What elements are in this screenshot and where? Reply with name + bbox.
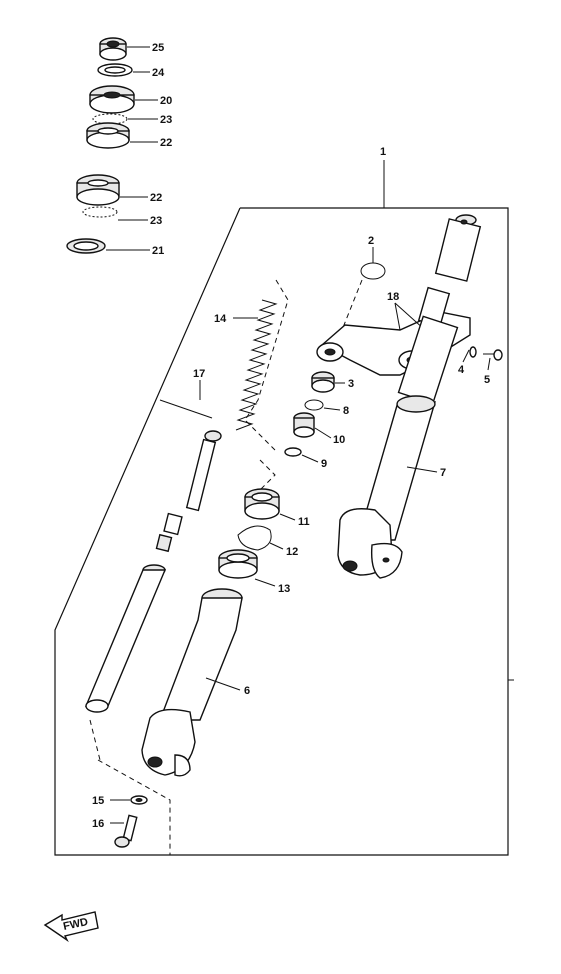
part-4-washer [469, 346, 477, 358]
callout-8: 8 [343, 405, 349, 417]
part-12-clip [237, 525, 272, 551]
part-3-cap [311, 371, 335, 393]
callout-2: 2 [368, 235, 374, 247]
part-14-spring [235, 299, 278, 431]
part-22-bearing-race-lower [76, 174, 120, 206]
assembly-outline [54, 207, 509, 856]
part-11-oil-seal [244, 488, 280, 520]
part-22-bearing-race-upper [86, 122, 130, 149]
fwd-label: FWD [62, 916, 89, 933]
part-17-damper-rod [155, 430, 222, 553]
callout-1: 1 [380, 146, 386, 158]
callout-7: 7 [440, 467, 446, 479]
part-5-bolt [483, 349, 503, 361]
callout-14: 14 [214, 313, 227, 325]
part-21-dust-seal [66, 238, 106, 254]
callout-22: 22 [160, 137, 172, 149]
callout-25: 25 [152, 42, 164, 54]
part-25-ring-nut [99, 37, 127, 61]
part-20-bearing-cover [89, 85, 135, 114]
callout-5: 5 [484, 374, 490, 386]
part-10-damper [293, 412, 315, 438]
part-inner-tube [84, 564, 167, 713]
callout-24: 24 [152, 67, 165, 79]
part-9-washer [284, 447, 302, 457]
fwd-arrow-badge: FWD [43, 911, 99, 943]
callout-23: 23 [150, 215, 162, 227]
part-15-washer [130, 795, 148, 805]
callout-18: 18 [387, 291, 399, 303]
part-2-circlip [360, 262, 386, 280]
callout-15: 15 [92, 795, 104, 807]
part-13-dust-seal [218, 549, 258, 579]
part-8-o-ring [304, 399, 324, 411]
callout-6: 6 [244, 685, 250, 697]
callout-16: 16 [92, 818, 104, 830]
callout-20: 20 [160, 95, 172, 107]
callout-10: 10 [333, 434, 345, 446]
callout-11: 11 [298, 516, 310, 528]
callout-21: 21 [152, 245, 164, 257]
callout-17: 17 [193, 368, 205, 380]
callout-22: 22 [150, 192, 162, 204]
callout-13: 13 [278, 583, 290, 595]
callout-9: 9 [321, 458, 327, 470]
part-16-bolt [114, 814, 138, 848]
callout-4: 4 [458, 364, 465, 376]
part-24-washer [97, 63, 133, 77]
part-steering-stem-top [434, 214, 482, 282]
part-7-outer-tube-right [337, 315, 459, 579]
callout-12: 12 [286, 546, 298, 558]
callout-23: 23 [160, 114, 172, 126]
part-23-ball-race-upper [92, 113, 128, 125]
callout-3: 3 [348, 378, 354, 390]
part-23-ball-race-lower [82, 206, 118, 218]
part-6-outer-tube-left [141, 588, 243, 777]
